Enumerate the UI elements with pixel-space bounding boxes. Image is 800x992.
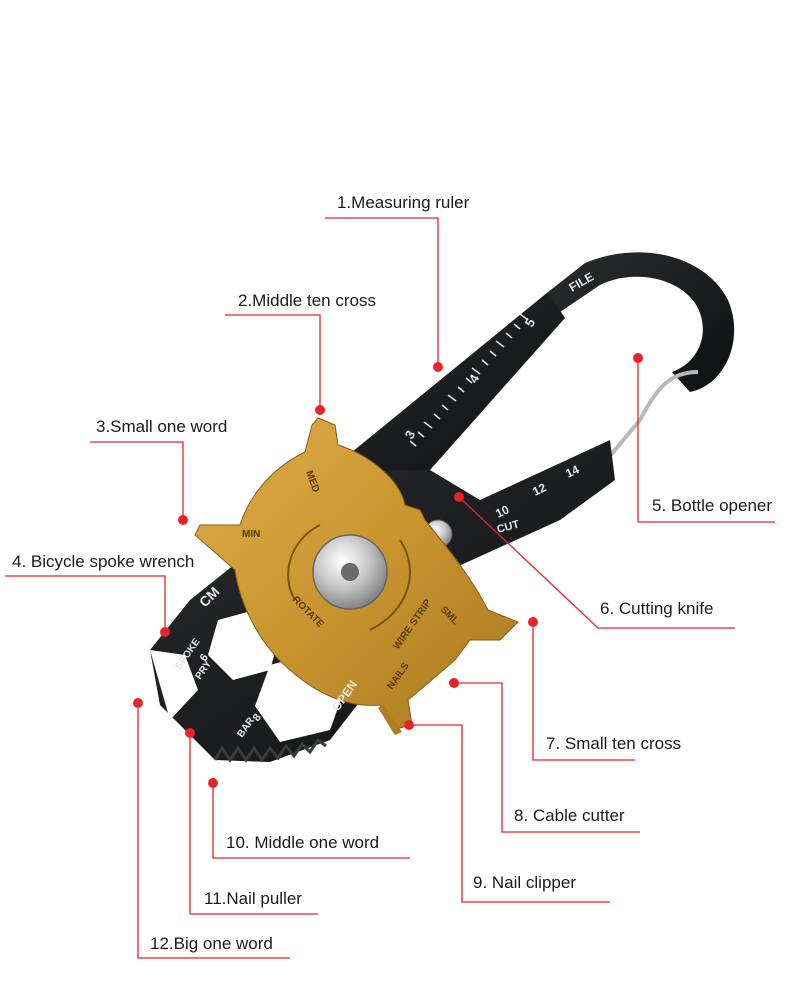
leader-8	[454, 682, 640, 833]
label-middle-ten-cross: 2.Middle ten cross	[238, 291, 376, 310]
mark-six: 6	[198, 652, 211, 664]
dot-12	[133, 698, 143, 708]
nail-clipper-tab	[378, 704, 402, 735]
label-small-ten-cross: 7. Small ten cross	[546, 734, 682, 753]
dot-9	[404, 720, 414, 730]
leader-6	[458, 496, 735, 629]
mark-cut-word: CUT	[496, 518, 521, 536]
dot-6	[454, 492, 464, 502]
mark-min: MIN	[242, 529, 260, 540]
jaw-notch	[150, 650, 198, 720]
label-measuring-ruler: 1.Measuring ruler	[337, 193, 470, 212]
mark-cut-12: 12	[530, 480, 548, 498]
leader-2	[225, 314, 321, 410]
leader-1	[325, 217, 439, 367]
serrated-jaw	[213, 737, 327, 763]
dot-1	[433, 362, 443, 372]
dot-3	[178, 515, 188, 525]
dot-8	[449, 678, 459, 688]
leader-9	[409, 724, 610, 903]
mark-cut-14: 14	[563, 462, 581, 480]
ruler-ticks	[409, 313, 529, 447]
dot-2	[315, 405, 325, 415]
ruler-arm	[330, 292, 565, 470]
bolt-torx-socket	[341, 563, 359, 581]
label-nail-puller: 11.Nail puller	[204, 889, 302, 908]
leader-10	[212, 783, 410, 859]
leader-12	[137, 703, 290, 959]
mark-eight: 8	[251, 712, 264, 724]
leader-11	[189, 733, 318, 915]
leader-3	[90, 441, 184, 520]
label-cable-cutter: 8. Cable cutter	[514, 806, 625, 825]
rotate-arrow-left	[287, 524, 321, 601]
multitool: FILE 5 4 3 10 12 14 CUT CM SPOKE 6 PRY 8…	[150, 252, 735, 763]
label-small-one-word: 3.Small one word	[96, 417, 228, 436]
label-bottle-opener: 5. Bottle opener	[652, 496, 773, 515]
carabiner-hook	[548, 252, 735, 392]
label-big-one-word: 12.Big one word	[150, 934, 273, 953]
leader-7	[532, 622, 635, 761]
label-cutting-knife: 6. Cutting knife	[600, 599, 714, 618]
dot-7	[528, 617, 538, 627]
dot-5	[633, 353, 643, 363]
dot-10	[208, 778, 218, 788]
mark-cut-10: 10	[493, 502, 511, 520]
leader-dots	[133, 353, 643, 788]
leader-lines	[5, 217, 775, 959]
label-middle-one-word: 10. Middle one word	[226, 833, 380, 852]
dot-4	[160, 627, 170, 637]
label-nail-clipper: 9. Nail clipper	[473, 873, 576, 892]
leader-4	[5, 575, 166, 632]
dot-11	[185, 728, 195, 738]
leader-5	[637, 358, 775, 523]
rotate-arrow-right	[369, 539, 411, 631]
label-bicycle-spoke-wrench: 4. Bicycle spoke wrench	[12, 552, 195, 571]
